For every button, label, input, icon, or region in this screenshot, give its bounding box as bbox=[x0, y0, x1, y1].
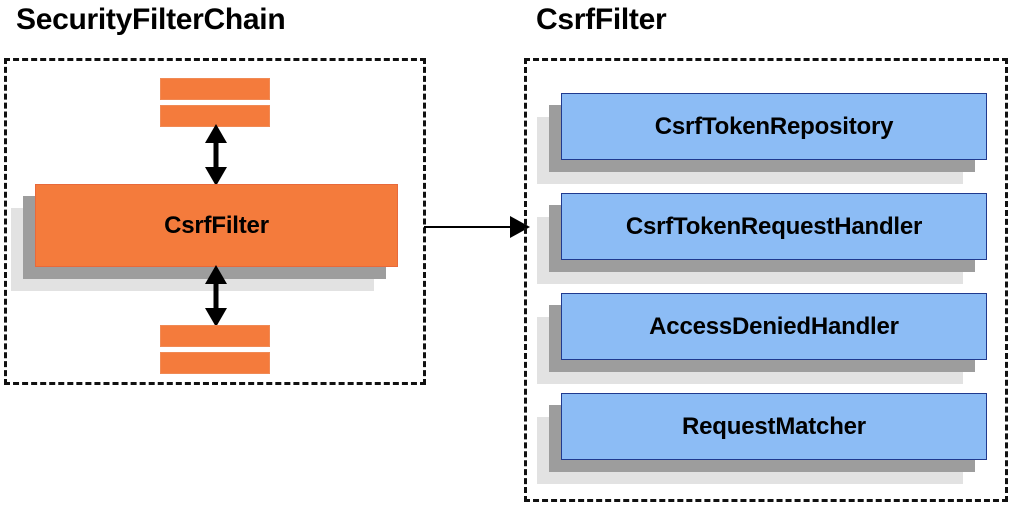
panel-title-csrf-filter: CsrfFilter bbox=[536, 3, 667, 36]
double-arrow-vertical-icon bbox=[205, 265, 227, 327]
double-arrow-vertical-icon bbox=[205, 124, 227, 186]
component-accessdeniedhandler[interactable]: AccessDeniedHandler bbox=[537, 293, 987, 384]
filter-bar-upper-1 bbox=[160, 78, 270, 100]
component-label-csrftokenrepository: CsrfTokenRepository bbox=[561, 93, 987, 160]
panel-title-security-filter-chain: SecurityFilterChain bbox=[16, 3, 286, 36]
group-box-security-filter-chain bbox=[4, 58, 426, 385]
group-box-csrf-filter bbox=[524, 58, 1008, 502]
double-arrow-below-csrffilter bbox=[198, 265, 234, 327]
connector-chain-to-detail bbox=[424, 212, 530, 242]
component-csrftokenrepository[interactable]: CsrfTokenRepository bbox=[537, 93, 987, 184]
filter-bar-lower-1 bbox=[160, 325, 270, 347]
double-arrow-above-csrffilter bbox=[198, 124, 234, 186]
filter-bar-lower-2 bbox=[160, 352, 270, 374]
component-label-csrftokenrequesthandler: CsrfTokenRequestHandler bbox=[561, 193, 987, 260]
component-csrftokenrequesthandler[interactable]: CsrfTokenRequestHandler bbox=[537, 193, 987, 284]
component-requestmatcher[interactable]: RequestMatcher bbox=[537, 393, 987, 484]
arrow-right-icon bbox=[424, 216, 530, 238]
component-label-csrffilter: CsrfFilter bbox=[35, 184, 398, 267]
component-csrffilter-highlighted[interactable]: CsrfFilter bbox=[11, 184, 398, 291]
component-label-requestmatcher: RequestMatcher bbox=[561, 393, 987, 460]
component-label-accessdeniedhandler: AccessDeniedHandler bbox=[561, 293, 987, 360]
